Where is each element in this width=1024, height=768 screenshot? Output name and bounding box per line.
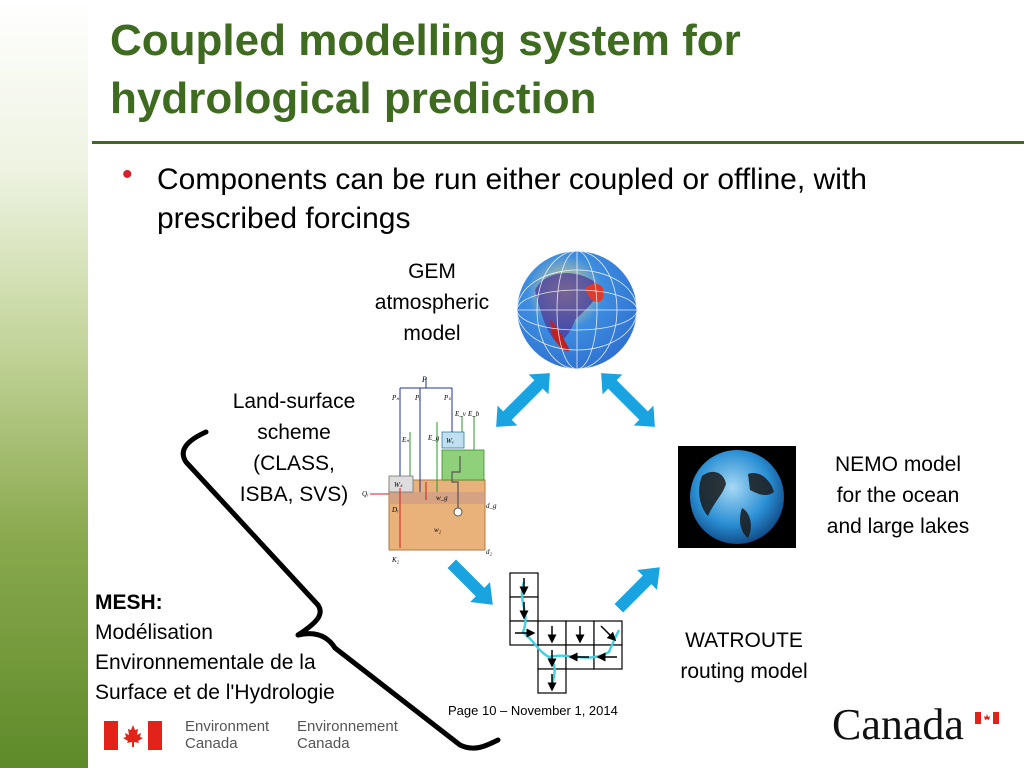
title-underline xyxy=(92,141,1024,144)
svg-text:Qᵣ: Qᵣ xyxy=(362,490,369,498)
svg-text:d_g: d_g xyxy=(486,502,497,510)
surface-layer xyxy=(389,492,485,504)
arrow-gem-land-icon xyxy=(496,373,550,427)
ocean-globe-icon xyxy=(678,446,796,548)
watroute-label: WATROUTE routing model xyxy=(680,629,808,683)
mesh-description: MESH: Modélisation Environnementale de l… xyxy=(95,588,405,708)
routing-grid-diagram xyxy=(509,572,623,694)
svg-text:w₂: w₂ xyxy=(434,526,442,534)
arrow-gem-nemo-icon xyxy=(601,373,655,427)
land-surface-diagram: P Pₙ Pᵣ Pₛ Eₙ E_g E_v E_b Wₛ Wᵥ w_g w₂ Q… xyxy=(362,375,497,564)
svg-text:E_v: E_v xyxy=(454,410,467,418)
svg-text:Wᵥ: Wᵥ xyxy=(446,437,454,445)
green-gradient-sidebar xyxy=(0,0,88,768)
bullet-text: Components can be run either coupled or … xyxy=(157,163,867,235)
org-name-french: Environnement Canada xyxy=(297,718,398,752)
svg-text:K₂: K₂ xyxy=(391,556,400,564)
canopy-water-box xyxy=(441,431,465,449)
svg-text:d₂: d₂ xyxy=(486,548,493,556)
nemo-label: NEMO model for the ocean and large lakes xyxy=(826,453,970,538)
svg-text:E_g: E_g xyxy=(427,434,440,442)
canada-flag-icon xyxy=(104,721,162,750)
mesh-heading: MESH: xyxy=(95,591,163,614)
svg-text:Pₛ: Pₛ xyxy=(443,394,451,402)
title-line-1: Coupled modelling system for xyxy=(110,16,741,65)
svg-text:E_b: E_b xyxy=(467,410,480,418)
atmosphere-globe-icon xyxy=(516,250,638,370)
canada-wordmark: Canada xyxy=(832,700,964,749)
gem-label: GEM atmospheric model xyxy=(374,260,490,345)
vegetation-box xyxy=(441,449,485,481)
svg-text:Wₛ: Wₛ xyxy=(394,481,403,489)
snow-box xyxy=(388,475,414,493)
page-number-date: Page 10 – November 1, 2014 xyxy=(448,703,618,718)
svg-text:w_g: w_g xyxy=(436,494,448,502)
land-surface-label: Land-surface scheme (CLASS, ISBA, SVS) xyxy=(232,390,356,506)
org-name-english: Environment Canada xyxy=(185,718,270,752)
title-line-2: hydrological prediction xyxy=(110,74,597,123)
arrow-land-routing-icon xyxy=(447,559,493,605)
svg-text:Dᵣ: Dᵣ xyxy=(391,506,399,514)
svg-text:Eₙ: Eₙ xyxy=(401,436,409,444)
svg-text:Pₙ: Pₙ xyxy=(391,394,399,402)
svg-text:Pᵣ: Pᵣ xyxy=(414,394,421,402)
wordmark-flag-icon xyxy=(975,712,999,724)
svg-text:P: P xyxy=(421,375,427,384)
arrow-routing-nemo-icon xyxy=(614,567,660,613)
bullet-marker: • xyxy=(122,158,133,191)
slide-title: Coupled modelling system for hydrologica… xyxy=(110,12,1010,128)
